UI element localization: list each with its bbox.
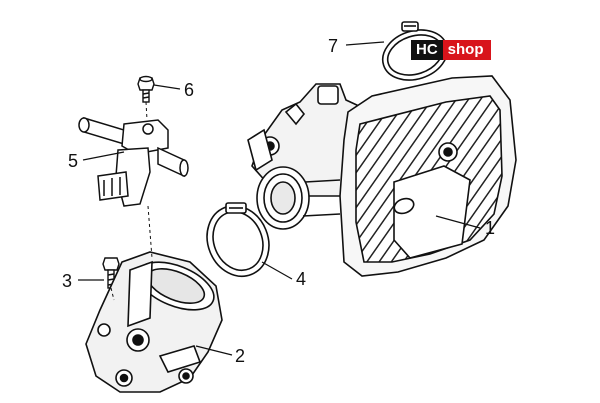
throttle-body-drawing	[247, 75, 517, 277]
hc-shop-logo: HC shop	[411, 40, 491, 60]
logo-part-shop: shop	[442, 40, 491, 60]
callout-3-manifold-screw: 3	[62, 271, 73, 291]
intake-manifold-drawing	[85, 251, 223, 393]
callout-6-injector-screw: 6	[184, 80, 195, 100]
callout-7-hose-clamp-upper: 7	[328, 36, 339, 56]
hose-clamp-lower-drawing	[206, 202, 270, 278]
injector-screw-drawing	[137, 75, 155, 103]
hose-clamp-upper-drawing	[381, 21, 449, 81]
callout-5-fuel-injector: 5	[68, 151, 79, 171]
alignment-lines	[110, 101, 153, 301]
callout-4-hose-clamp-lower: 4	[296, 269, 307, 289]
callout-2-intake-manifold: 2	[235, 346, 246, 366]
logo-part-hc: HC	[411, 40, 443, 60]
callout-1-throttle-body: 1	[485, 218, 496, 238]
leader-lines	[78, 41, 481, 356]
fuel-injector-drawing	[78, 116, 189, 207]
